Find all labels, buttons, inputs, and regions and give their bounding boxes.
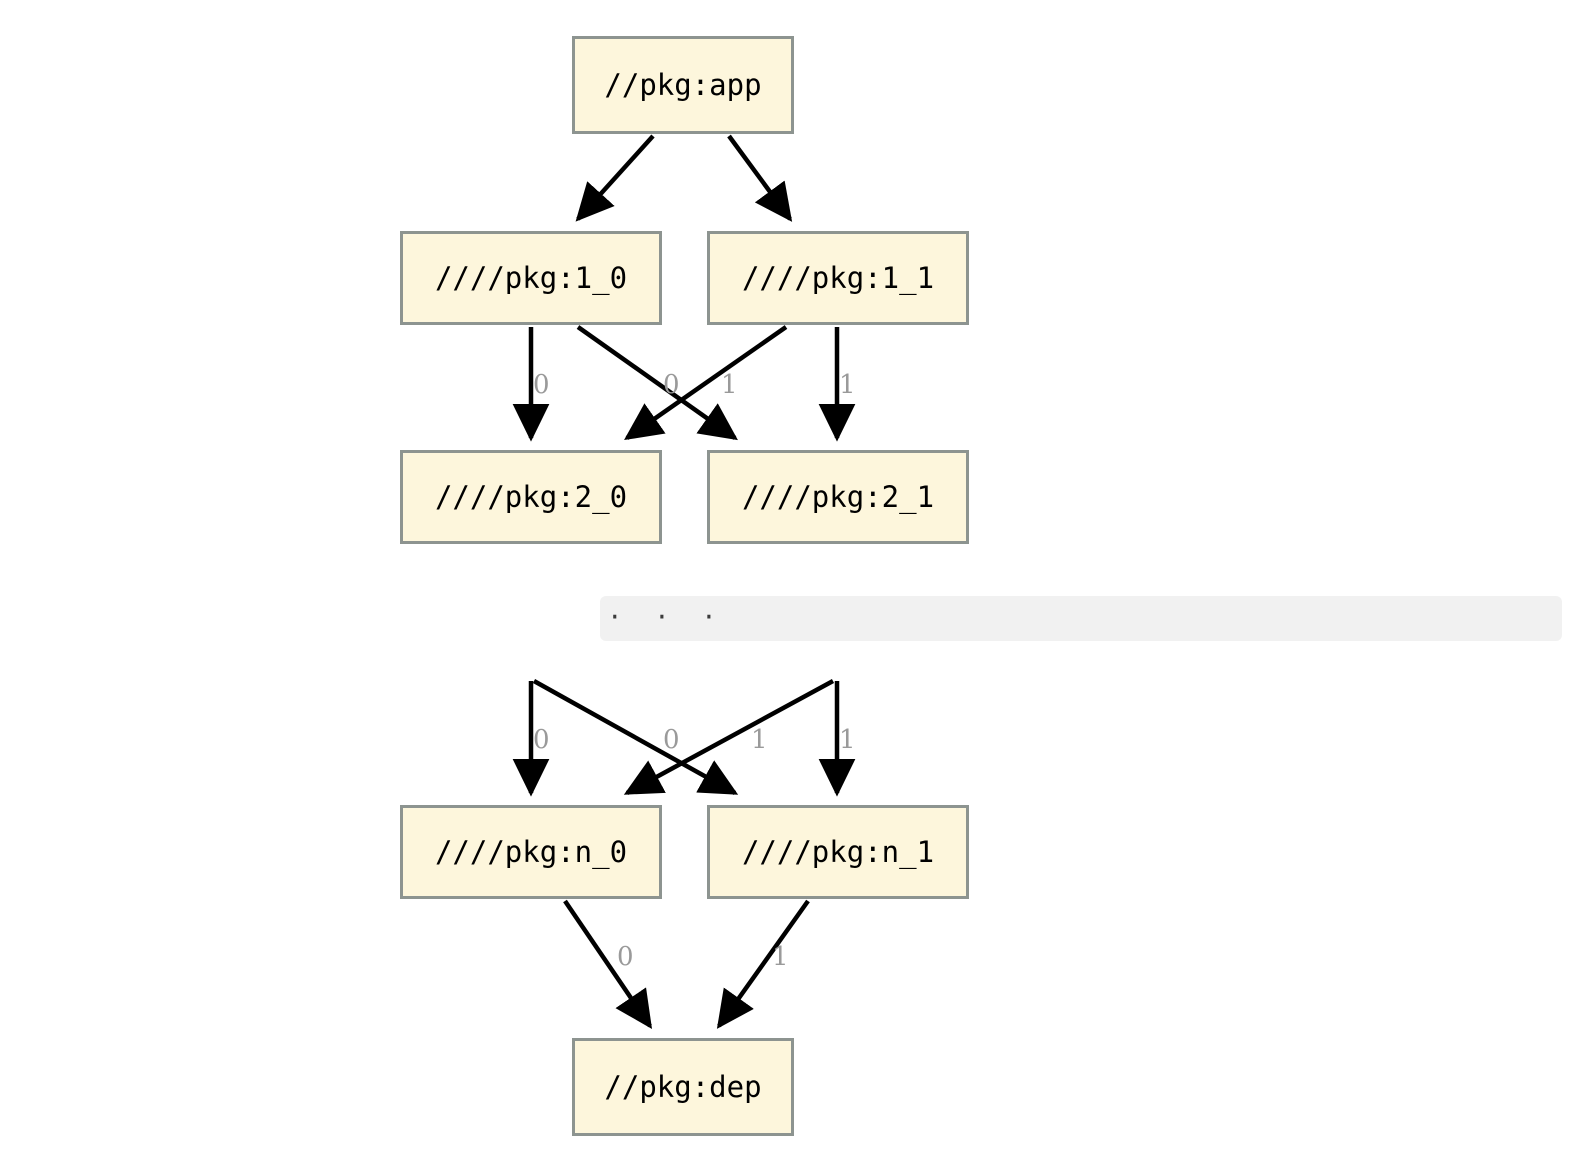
node-label: //pkg:dep	[604, 1069, 762, 1104]
edge-label-1_1-2_1: 1	[839, 370, 856, 400]
node-label: ////pkg:1_1	[741, 260, 935, 295]
ellipsis-label: · · ·	[610, 600, 728, 635]
node-pkg-1_1[interactable]: ////pkg:1_1	[707, 231, 969, 325]
edge-1_1-to-2_0	[624, 325, 788, 441]
edge-label-1_0-2_1: 0	[663, 370, 680, 400]
node-pkg-2_0[interactable]: ////pkg:2_0	[400, 450, 662, 544]
edge-n_0-to-dep	[563, 899, 653, 1029]
node-label: ////pkg:2_0	[434, 479, 628, 514]
edge-hidden0-to-n_1	[532, 679, 739, 795]
edge-n_1-to-dep	[716, 899, 810, 1029]
edge-label-1_1-2_0: 1	[721, 370, 738, 400]
edge-app-to-1_1	[727, 134, 793, 222]
collapsed-levels-band[interactable]: · · ·	[600, 596, 1562, 641]
edge-label-hidden0-n_1: 0	[663, 725, 680, 755]
node-label: //pkg:app	[604, 67, 762, 102]
edge-label-hidden0-n_0: 0	[533, 725, 550, 755]
edge-label-hidden1-n_1: 1	[839, 725, 856, 755]
node-label: ////pkg:n_1	[741, 834, 935, 869]
node-pkg-2_1[interactable]: ////pkg:2_1	[707, 450, 969, 544]
edge-label-n_0-dep: 0	[617, 942, 634, 972]
node-label: ////pkg:n_0	[434, 834, 628, 869]
node-pkg-n_0[interactable]: ////pkg:n_0	[400, 805, 662, 899]
node-pkg-n_1[interactable]: ////pkg:n_1	[707, 805, 969, 899]
edge-label-n_1-dep: 1	[772, 942, 789, 972]
edge-hidden1-to-n_0	[623, 679, 835, 795]
node-pkg-1_0[interactable]: ////pkg:1_0	[400, 231, 662, 325]
node-pkg-app[interactable]: //pkg:app	[572, 36, 794, 134]
node-pkg-dep[interactable]: //pkg:dep	[572, 1038, 794, 1136]
edge-app-to-1_0	[575, 134, 655, 222]
node-label: ////pkg:1_0	[434, 260, 628, 295]
node-label: ////pkg:2_1	[741, 479, 935, 514]
edge-label-1_0-2_0: 0	[533, 370, 550, 400]
edge-1_0-to-2_1	[576, 325, 738, 441]
edge-label-hidden1-n_0: 1	[751, 725, 768, 755]
